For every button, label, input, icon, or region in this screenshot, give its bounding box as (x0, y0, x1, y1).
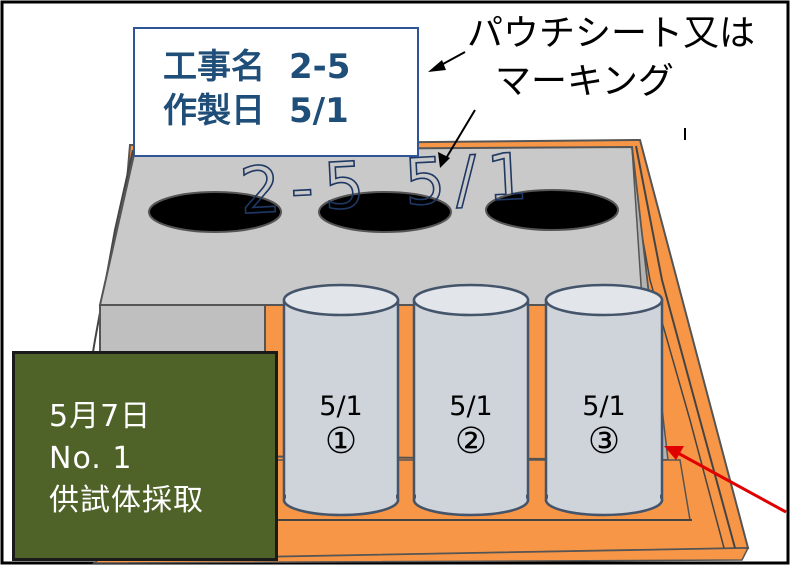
cylinder-2 (412, 283, 530, 517)
cylinder-1-label: 5/1 ① (285, 392, 397, 462)
sampling-caption: 供試体採取 (49, 483, 204, 518)
cylinder-1 (282, 283, 400, 517)
mold-hole-1 (148, 191, 282, 233)
creation-date-value: 5/1 (289, 91, 349, 131)
mold-hole-3 (485, 189, 619, 231)
construction-name-value: 2-5 (289, 47, 351, 87)
specimen-box (68, 145, 692, 521)
creation-date-label: 作製日 (163, 91, 265, 131)
red-arrow (664, 446, 787, 514)
cylinder-2-date: 5/1 (449, 391, 493, 422)
pouch-sheet-callout: パウチシート又は マーキング (467, 10, 787, 106)
creation-date-row: 作製日 5/1 (163, 89, 417, 133)
cylinder-3-number: ③ (587, 421, 621, 462)
cylinder-1-number: ① (324, 421, 358, 462)
callout-arrows (428, 51, 476, 168)
specimen-name-card: 工事名 2-5 作製日 5/1 (133, 27, 419, 157)
cylinder-3 (544, 283, 664, 517)
cylinder-3-label: 5/1 ③ (548, 392, 660, 462)
mold-hole-2 (318, 191, 452, 233)
sampling-date: 5月7日 (49, 399, 152, 434)
callout-line-2: マーキング (495, 61, 674, 102)
cylinder-3-date: 5/1 (582, 391, 626, 422)
cylinder-2-label: 5/1 ② (415, 392, 527, 462)
callout-line-1: パウチシート又は (467, 13, 756, 54)
cylinder-2-number: ② (454, 421, 488, 462)
sample-number: No. 1 (49, 441, 133, 476)
construction-name-label: 工事名 (163, 47, 265, 87)
construction-name-row: 工事名 2-5 (163, 45, 417, 89)
cylinder-1-date: 5/1 (319, 391, 363, 422)
sampling-date-panel: 5月7日 No. 1 供試体採取 (12, 351, 278, 561)
